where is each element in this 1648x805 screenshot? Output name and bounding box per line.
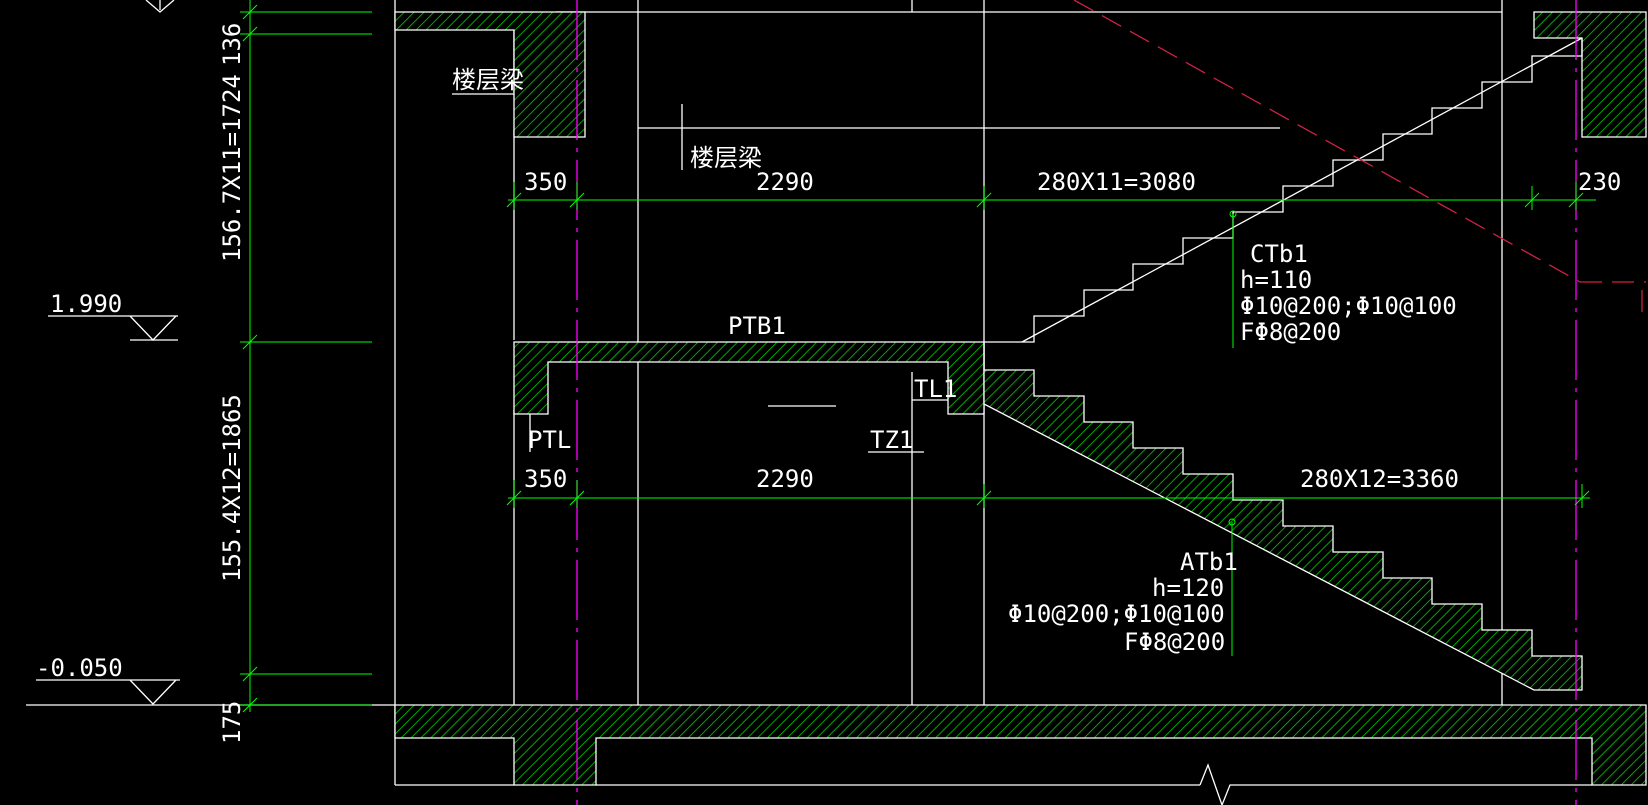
structure-outlines — [26, 0, 1592, 805]
atb1-annotation: ATb1 h=120 Φ10@200;Φ10@100 FΦ8@200 — [1008, 548, 1238, 656]
ptl-label: PTL — [528, 426, 571, 454]
upper-flight — [983, 37, 1583, 370]
dimension-lines — [240, 0, 1596, 713]
atb1-rebar-main: Φ10@200;Φ10@100 — [1008, 600, 1225, 628]
atb1-thickness: h=120 — [1152, 574, 1224, 602]
ctb1-rebar-dist: FΦ8@200 — [1240, 318, 1341, 346]
dim-upper-350: 350 — [524, 168, 567, 196]
tl1-label: TL1 — [914, 375, 957, 403]
ptb1-label: PTB1 — [728, 312, 786, 340]
atb1-rebar-dist: FΦ8@200 — [1124, 628, 1225, 656]
dim-upper-2290: 2290 — [756, 168, 814, 196]
concrete-sections — [394, 11, 1647, 786]
dim-upper-flight: 280X11=3080 — [1037, 168, 1196, 196]
elevation-lower-label: -0.050 — [36, 654, 123, 682]
tz1-label: TZ1 — [870, 426, 913, 454]
ctb1-name: CTb1 — [1250, 240, 1308, 268]
dim-lower-flight: 280X12=3360 — [1300, 465, 1459, 493]
elevation-marker-upper: 1.990 — [48, 290, 178, 341]
dim-lower-2290: 2290 — [756, 465, 814, 493]
dim-vertical-upper-flight: 156.7X11=1724 — [218, 74, 246, 262]
dim-upper-230: 230 — [1578, 168, 1621, 196]
dim-vertical-slab: 175 — [218, 701, 246, 744]
ctb1-rebar-main: Φ10@200;Φ10@100 — [1240, 292, 1457, 320]
ctb1-annotation: CTb1 h=110 Φ10@200;Φ10@100 FΦ8@200 — [1240, 240, 1457, 346]
ctb1-thickness: h=110 — [1240, 266, 1312, 294]
dim-vertical-lower-flight: 155.4X12=1865 — [218, 394, 246, 582]
floor-beam-center-label: 楼层梁 — [690, 144, 762, 172]
atb1-name: ATb1 — [1180, 548, 1238, 576]
reference-line — [1073, 0, 1646, 320]
dim-lower-350: 350 — [524, 465, 567, 493]
lower-flight-slab — [983, 369, 1583, 691]
elevation-upper-label: 1.990 — [50, 290, 122, 318]
elevation-marker-lower: -0.050 — [36, 654, 180, 705]
axis-lines — [576, 0, 1577, 805]
floor-beam-left-label: 楼层梁 — [452, 66, 524, 94]
dim-vertical-top: 136 — [218, 23, 246, 66]
